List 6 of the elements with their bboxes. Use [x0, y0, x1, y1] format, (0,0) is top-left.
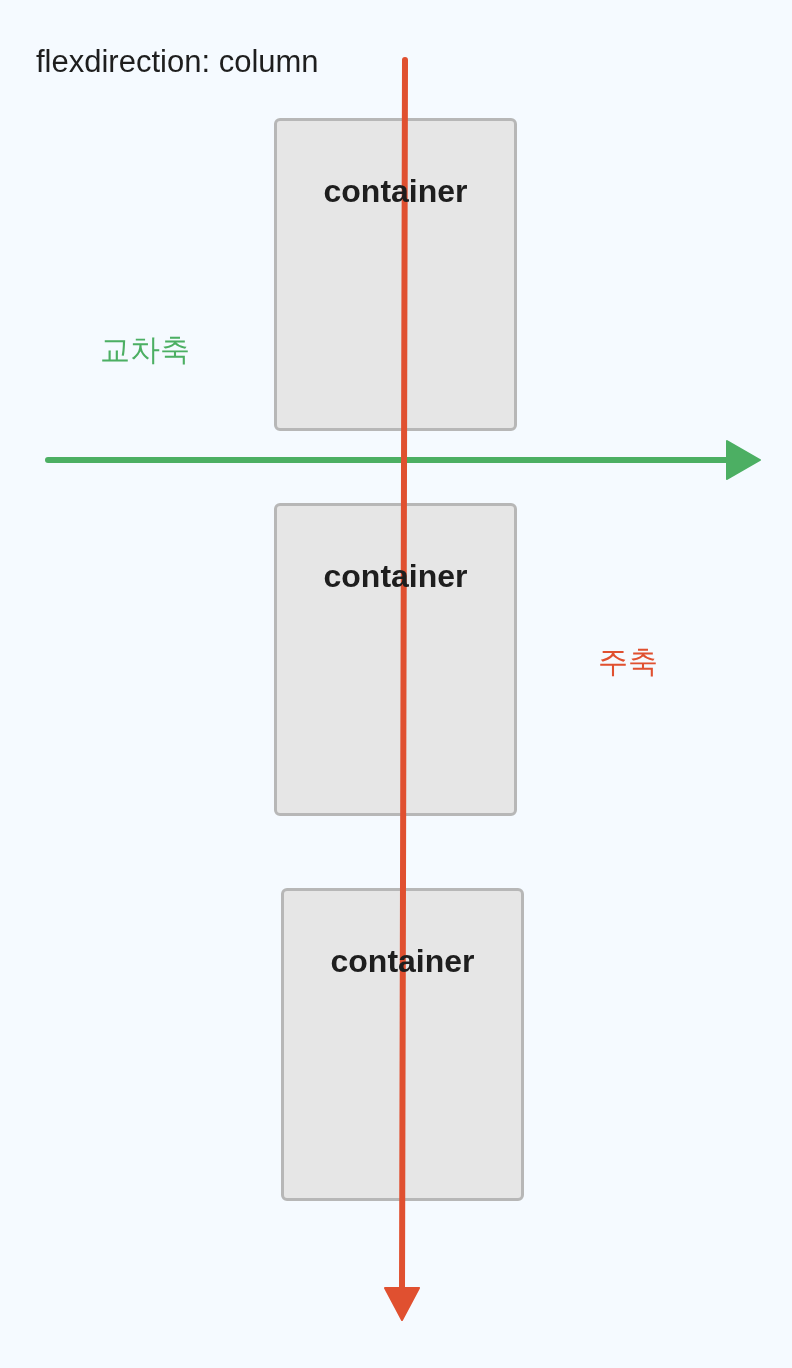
title: flexdirection: column — [36, 44, 319, 80]
container-box — [274, 118, 517, 431]
axis-label: 교차축 — [100, 332, 190, 368]
container-box — [281, 888, 524, 1201]
axis-label: 주축 — [598, 644, 658, 680]
container-box — [274, 503, 517, 816]
